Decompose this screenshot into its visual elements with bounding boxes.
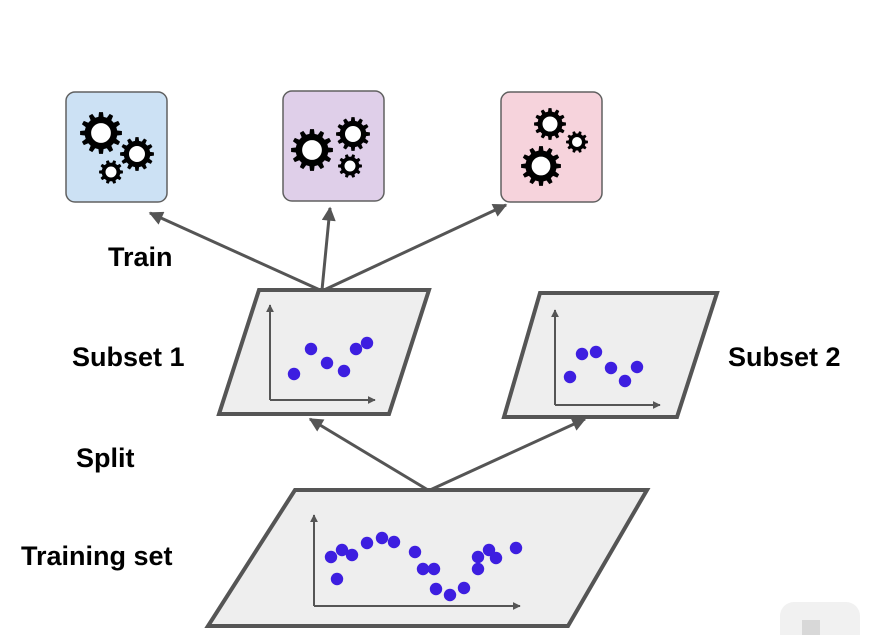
gear-icon	[99, 160, 123, 184]
subset2-panel	[501, 291, 720, 419]
split-arrow-1	[308, 417, 429, 492]
data-point	[457, 581, 471, 595]
train-arrow-3	[323, 203, 508, 292]
gear-icon	[291, 129, 333, 171]
data-point	[427, 562, 441, 576]
data-point	[330, 572, 344, 586]
data-point	[482, 543, 496, 557]
train-label: Train	[108, 242, 173, 272]
data-point	[416, 562, 430, 576]
data-point	[489, 551, 503, 565]
data-point	[349, 342, 363, 356]
data-point	[337, 364, 351, 378]
data-point	[375, 531, 389, 545]
gear-icon	[534, 108, 566, 140]
split-arrow-2	[429, 417, 587, 492]
train-arrow-2	[320, 206, 336, 291]
data-point	[630, 360, 644, 374]
data-point	[324, 550, 338, 564]
gear-icon	[336, 117, 370, 151]
gear-icon	[338, 154, 362, 178]
data-point	[360, 336, 374, 350]
subset1-panel	[216, 288, 432, 416]
gear-icon	[566, 131, 588, 153]
data-point	[335, 543, 349, 557]
data-point	[589, 345, 603, 359]
subset2-label: Subset 2	[728, 342, 841, 372]
gear-icon	[120, 137, 154, 171]
data-point	[387, 535, 401, 549]
data-point	[604, 361, 618, 375]
data-point	[471, 550, 485, 564]
data-point	[471, 562, 485, 576]
data-point	[360, 536, 374, 550]
data-point	[287, 367, 301, 381]
gear-icon	[80, 112, 122, 154]
train-arrows	[148, 203, 508, 292]
data-point	[575, 347, 589, 361]
data-point	[429, 582, 443, 596]
data-point	[408, 545, 422, 559]
subset1-label: Subset 1	[72, 342, 185, 372]
training-set-panel	[204, 488, 651, 628]
data-point	[563, 370, 577, 384]
data-point	[320, 356, 334, 370]
data-point	[509, 541, 523, 555]
gear-icon	[521, 146, 561, 186]
train-arrow-1	[148, 211, 321, 292]
data-point	[345, 548, 359, 562]
training-set-label: Training set	[21, 541, 173, 571]
corner-watermark	[780, 602, 860, 635]
data-point	[618, 374, 632, 388]
data-point	[304, 342, 318, 356]
split-arrows	[308, 417, 587, 492]
split-label: Split	[76, 443, 135, 473]
data-point	[443, 588, 457, 602]
